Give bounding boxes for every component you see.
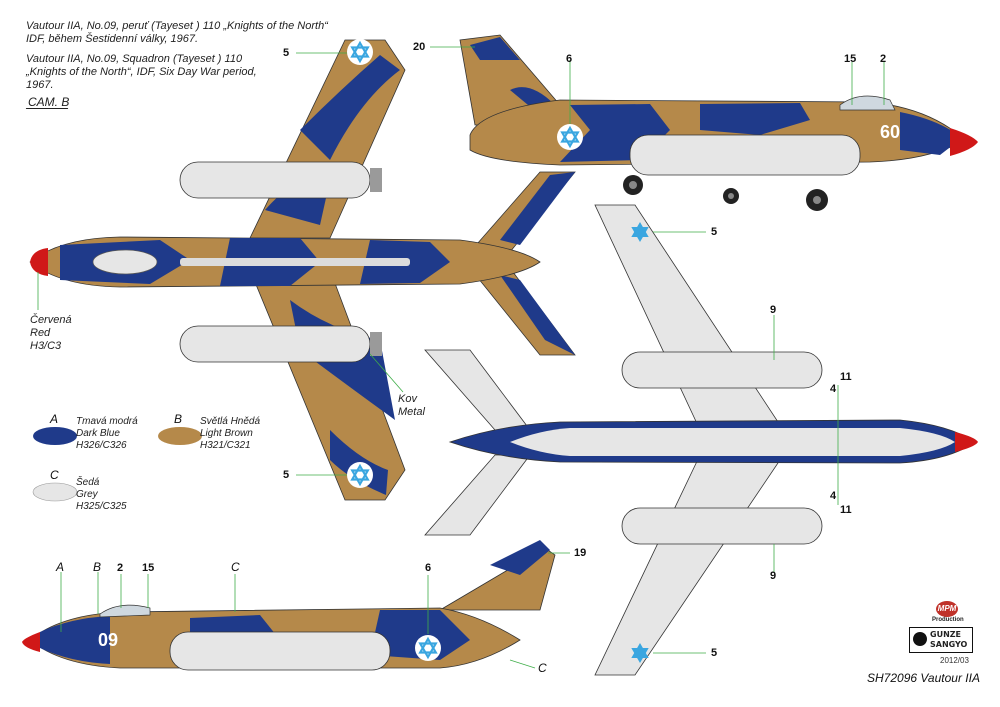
side-view-left-nacelle	[169, 631, 391, 671]
callout-metal-en: Metal	[398, 406, 425, 418]
caption-cz-line2: IDF, během Šestidenní války, 1967.	[26, 33, 199, 45]
decal-number-side-canopy-a: 15	[844, 53, 857, 65]
camo-scheme-label: CAM. B	[28, 95, 70, 109]
top-view-aircraft	[29, 37, 576, 501]
kit-title: SH72096 Vautour IIA	[867, 671, 980, 685]
decal-number-bottom-star-upper: 5	[711, 226, 718, 238]
gunze-text-line2: SANGYO	[930, 640, 968, 649]
top-view-upper-nacelle	[179, 161, 371, 199]
decal-number-bottom-engine-upper: 9	[770, 304, 777, 316]
bottom-view-lower-wing	[594, 454, 781, 676]
decal-number-bottom-mark-upper-a: 11	[840, 371, 852, 383]
callout-red-cz: Červená	[30, 314, 72, 326]
decal-number-side-tail: 20	[413, 41, 426, 53]
legend-c-cz: Šedá	[76, 477, 100, 488]
legend-swatch-light-brown	[158, 427, 202, 445]
gunze-sangyo-logo: GUNZE SANGYO	[909, 627, 973, 653]
legend-a-cz: Tmavá modrá	[76, 416, 138, 427]
decal-number-left-canopy-b: 15	[142, 562, 155, 574]
callout-lines	[37, 46, 885, 669]
legend-b-en: Light Brown	[200, 428, 253, 439]
bottom-view-upper-wing	[594, 204, 781, 431]
top-view-lower-nacelle	[179, 325, 371, 363]
side-view-right-star	[555, 122, 585, 152]
side-view-left-canopy	[99, 604, 151, 618]
mpm-logo: MPM	[936, 601, 958, 617]
decal-number-side-star: 6	[566, 53, 573, 65]
top-view-star-lower	[345, 460, 375, 490]
decal-number-left-star: 6	[425, 562, 432, 574]
legend-c-code: H325/C325	[76, 501, 127, 512]
decal-number-side-canopy-b: 2	[880, 53, 887, 65]
color-letter-b: B	[93, 560, 102, 574]
side-view-right-red-nose	[950, 128, 978, 156]
decal-number-bottom-mark-upper-b: 4	[830, 383, 837, 395]
top-view-star-upper	[345, 37, 375, 67]
side-view-left-aircraft	[22, 540, 556, 671]
legend-letter-c: C	[50, 468, 59, 482]
decal-number-bottom-engine-lower: 9	[770, 570, 777, 582]
decal-number-top-star-upper: 5	[283, 47, 290, 59]
decal-number-bottom-mark-lower-b: 11	[840, 504, 852, 516]
legend-a-code: H326/C326	[76, 440, 127, 451]
color-letter-c-top: C	[231, 560, 240, 574]
color-letter-c-bottom: C	[538, 661, 547, 675]
side-view-right-canopy	[839, 95, 896, 111]
gunze-circle-icon	[913, 632, 927, 646]
legend-letter-b: B	[174, 412, 183, 426]
decal-number-bottom-mark-lower-a: 4	[830, 490, 837, 502]
callout-red-nose: Červená Red H3/C3	[30, 314, 72, 353]
bottom-view-upper-nacelle	[621, 351, 823, 389]
caption-en-line1: Vautour IIA, No.09, Squadron (Tayeset ) …	[26, 53, 243, 65]
legend-c-en: Grey	[76, 489, 98, 500]
decal-number-left-tail: 19	[574, 547, 587, 559]
callout-metal-cz: Kov	[398, 393, 417, 405]
top-view-canopy	[92, 249, 158, 275]
callout-metal: Kov Metal	[398, 393, 425, 419]
side-view-right-nacelle	[629, 134, 861, 176]
caption-en-line2: „Knights of the North“, IDF, Six Day War…	[26, 66, 257, 78]
decal-number-top-star-lower: 5	[283, 469, 290, 481]
legend-letter-a: A	[50, 412, 59, 426]
legend-a-en: Dark Blue	[76, 428, 120, 439]
bottom-view-red-nose	[955, 432, 978, 452]
caption-en-line3: 1967.	[26, 79, 54, 91]
side-view-left-number: 09	[98, 630, 118, 650]
callout-red-code: H3/C3	[30, 340, 62, 352]
legend-swatch-grey	[32, 482, 78, 502]
gunze-text-line1: GUNZE	[930, 630, 962, 639]
legend-item-c: Šedá Grey H325/C325	[76, 477, 127, 513]
sheet-date: 2012/03	[940, 656, 969, 665]
legend-item-a: Tmavá modrá Dark Blue H326/C326	[76, 416, 138, 452]
legend-item-b: Světlá Hnědá Light Brown H321/C321	[200, 416, 260, 452]
bottom-view-aircraft	[424, 204, 978, 676]
legend-b-cz: Světlá Hnědá	[200, 416, 261, 427]
side-view-left-red-nose	[22, 632, 40, 652]
legend-b-code: H321/C321	[200, 440, 251, 451]
caption-cz-line1: Vautour IIA, No.09, peruť (Tayeset ) 110…	[26, 20, 328, 32]
decal-number-left-canopy-a: 2	[117, 562, 124, 574]
legend-swatch-dark-blue	[33, 427, 77, 445]
color-letter-a: A	[56, 560, 65, 574]
side-view-right-aircraft	[459, 34, 978, 211]
decal-number-bottom-star-lower: 5	[711, 647, 718, 659]
top-view-red-nose	[30, 248, 48, 276]
side-view-left-star	[413, 633, 443, 663]
bottom-view-lower-nacelle	[621, 507, 823, 545]
callout-red-en: Red	[30, 327, 51, 339]
side-view-right-number: 60	[880, 122, 900, 142]
mpm-logo-sub: Production	[932, 617, 964, 623]
